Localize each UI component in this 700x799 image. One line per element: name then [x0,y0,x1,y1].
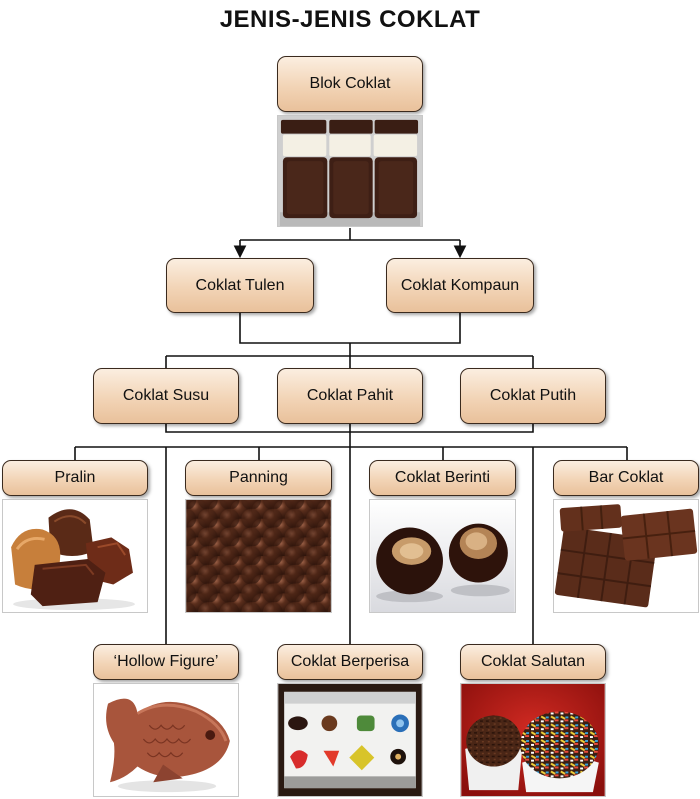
chocolate-blocks-photo [277,115,423,227]
node-bar-coklat: Bar Coklat [553,460,699,496]
node-coklat-susu: Coklat Susu [93,368,239,424]
hazelnut-filled-chocolate-photo [369,499,516,613]
node-coklat-pahit: Coklat Pahit [277,368,423,424]
chocolate-balls-photo [185,499,332,613]
node-coklat-berinti: Coklat Berinti [369,460,516,496]
node-hollow-figure: ‘Hollow Figure’ [93,644,239,680]
sprinkle-coated-chocolate-photo [460,683,606,797]
node-blok-coklat: Blok Coklat [277,56,423,112]
diagram-title: JENIS-JENIS COKLAT [219,6,481,33]
chocolate-bar-photo [553,499,699,613]
node-coklat-kompaun: Coklat Kompaun [386,258,534,313]
flavored-chocolates-tray-photo [277,683,423,797]
node-coklat-putih: Coklat Putih [460,368,606,424]
chocolate-fish-photo [93,683,239,797]
node-coklat-salutan: Coklat Salutan [460,644,606,680]
node-coklat-tulen: Coklat Tulen [166,258,314,313]
pralines-photo [2,499,148,613]
node-panning: Panning [185,460,332,496]
node-pralin: Pralin [2,460,148,496]
node-coklat-berperisa: Coklat Berperisa [277,644,423,680]
